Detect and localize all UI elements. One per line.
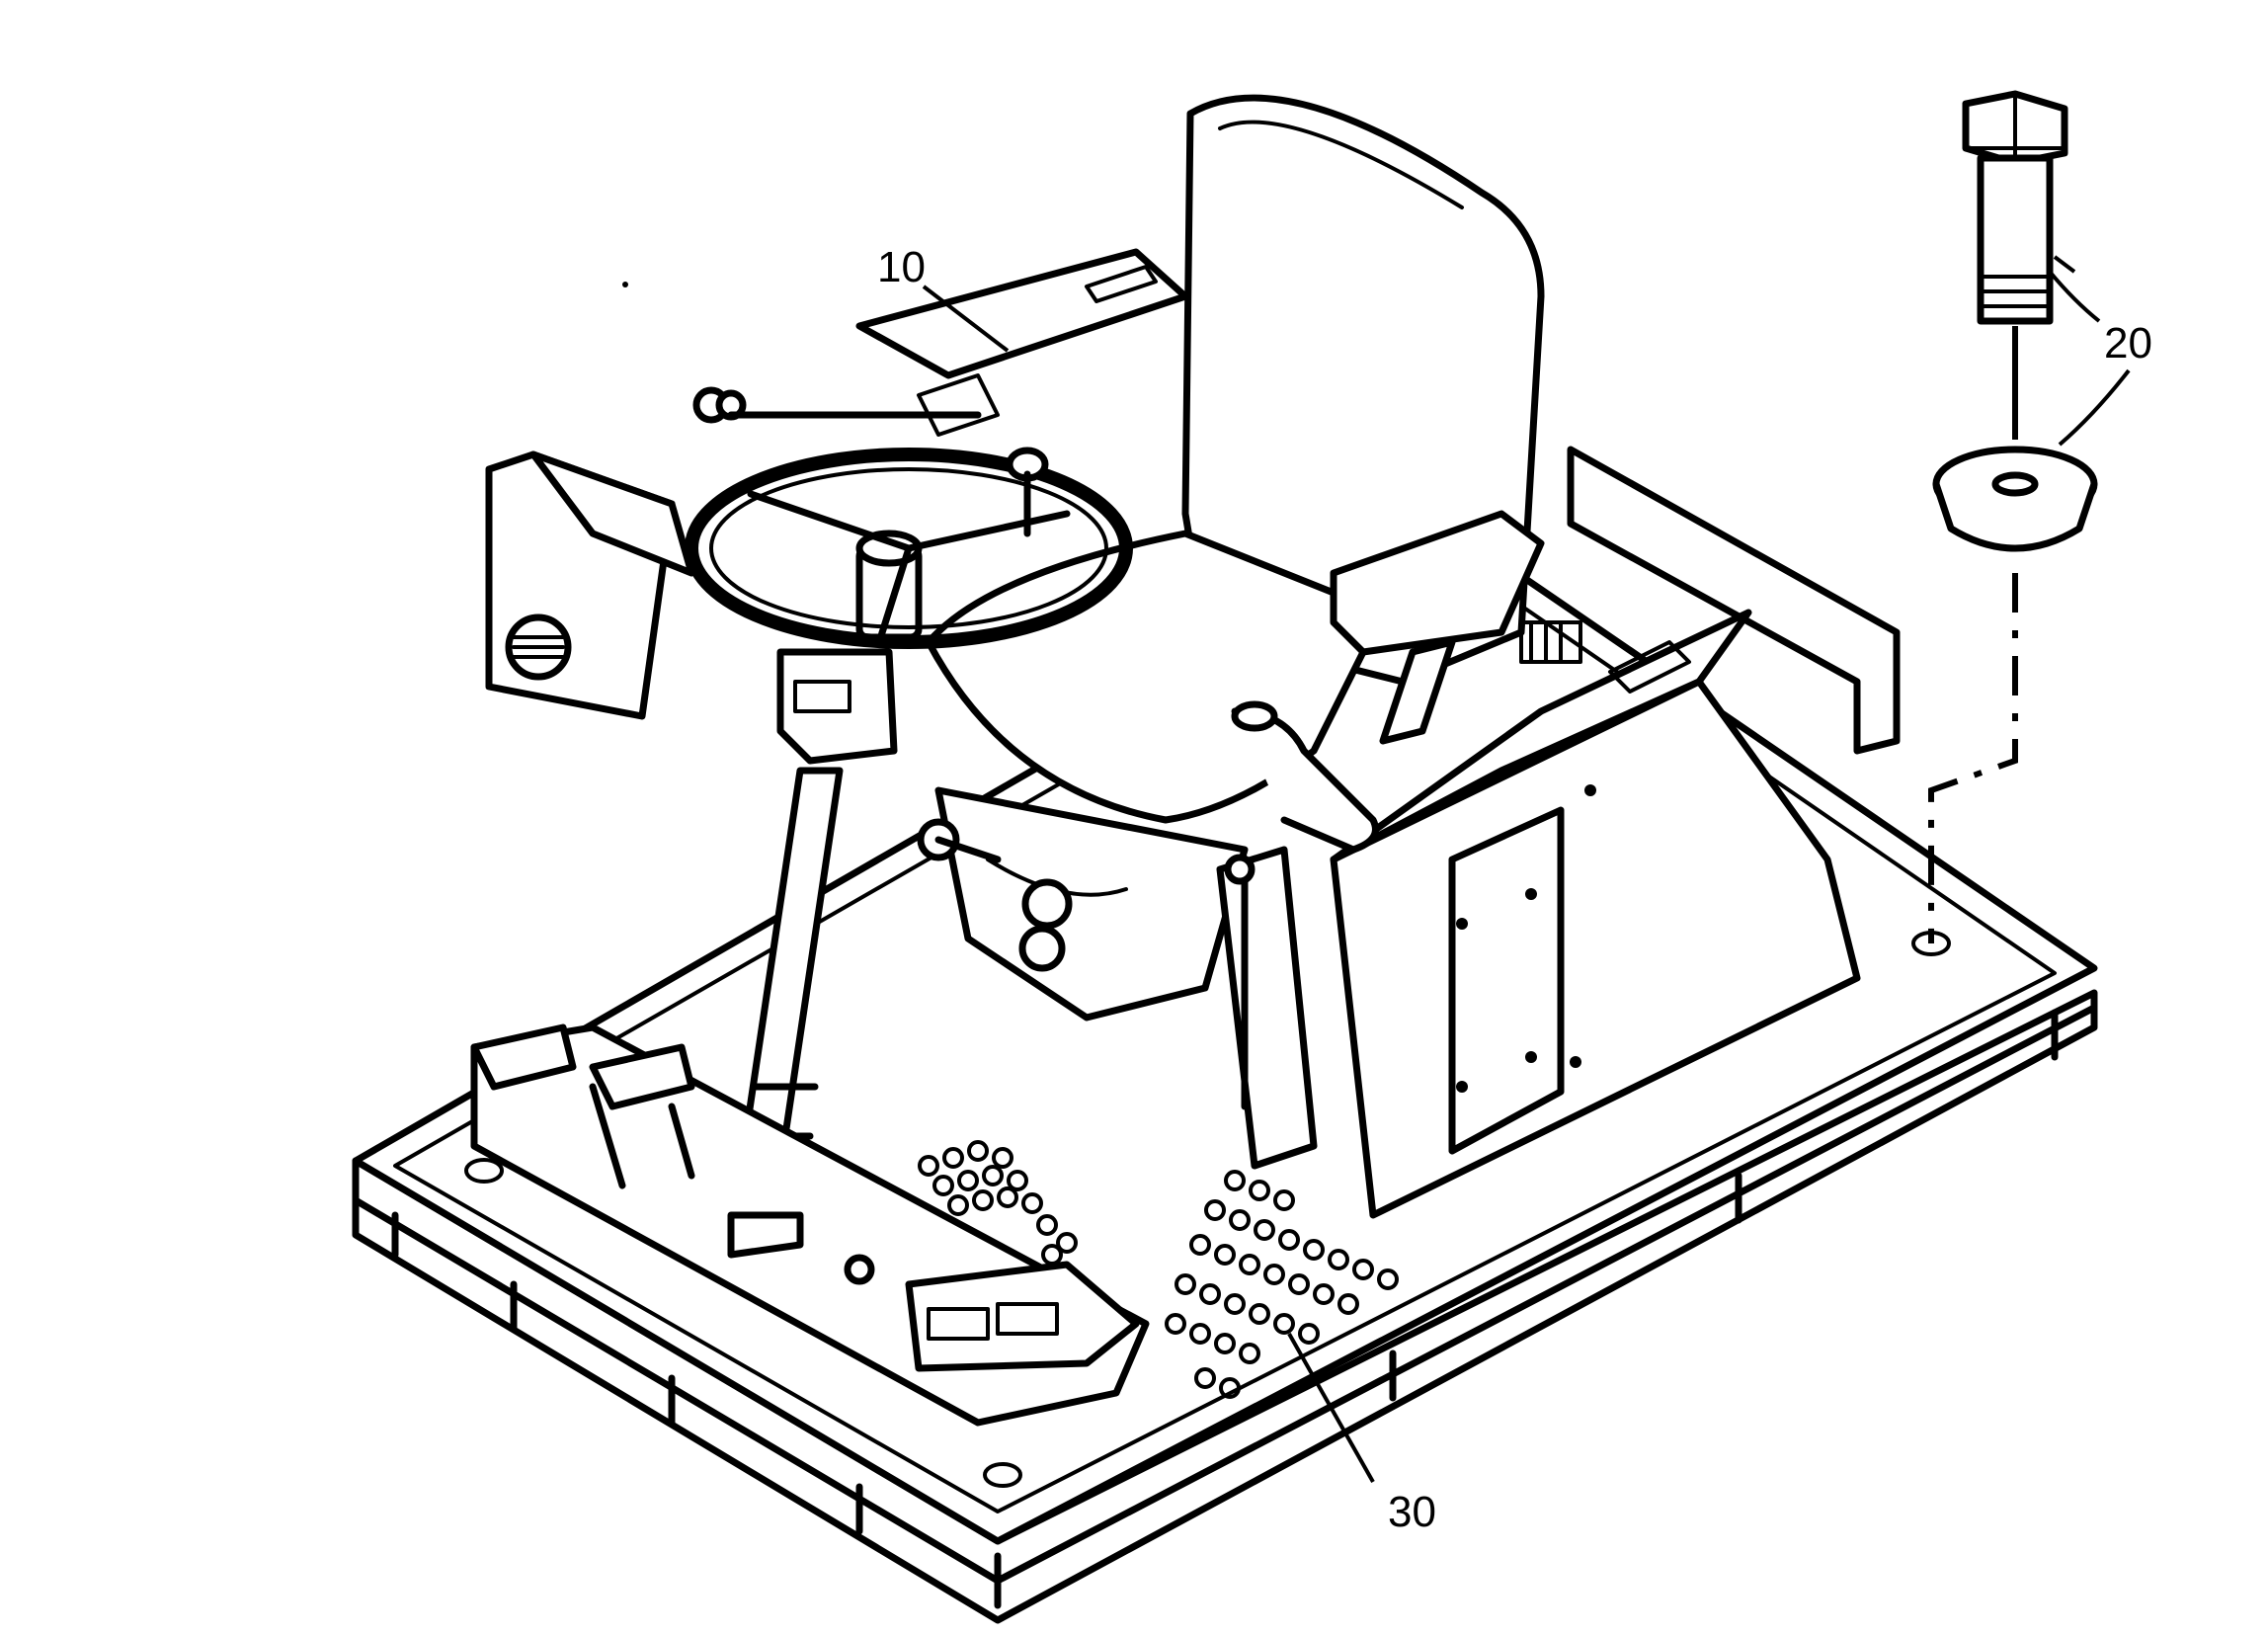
callout-20: 20 (2104, 319, 2152, 368)
left-dash-pod (485, 450, 695, 720)
pedal-assembly (470, 1023, 1150, 1427)
callout-30: 30 (1388, 1488, 1436, 1536)
side-lever (1216, 700, 1379, 1170)
callout-leaders (922, 255, 2131, 1483)
anti-slip-tread-pattern (918, 1140, 1399, 1399)
leader-20-washer (2058, 368, 2131, 447)
callout-10: 10 (877, 243, 926, 291)
leader-10 (922, 285, 1010, 353)
leader-20-bolt (2048, 270, 2101, 323)
leader-20a (2053, 255, 2076, 274)
mount-hole (464, 1158, 504, 1184)
mount-hole (983, 1462, 1022, 1488)
mounting-bolt-and-washer (1928, 90, 2098, 943)
stray-mark (622, 282, 628, 287)
right-control-console (1330, 446, 1901, 1219)
rear-control-panel (692, 248, 1189, 437)
callout-labels: 10 20 30 (877, 243, 2152, 1536)
leader-30 (1287, 1333, 1375, 1483)
